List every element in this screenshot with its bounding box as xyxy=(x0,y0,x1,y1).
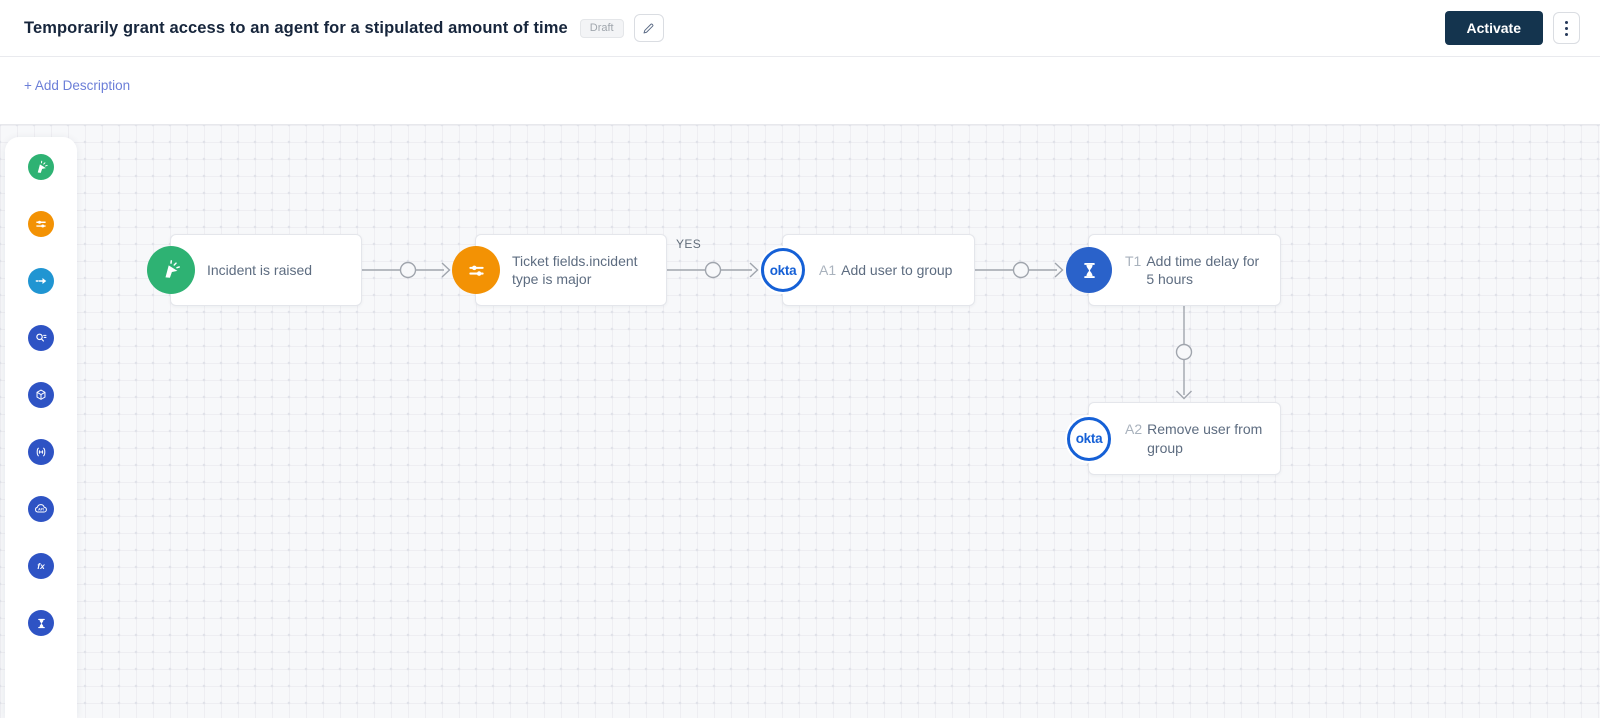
page-title: Temporarily grant access to an agent for… xyxy=(24,18,568,37)
pencil-icon xyxy=(643,23,654,33)
activate-button[interactable]: Activate xyxy=(1444,11,1543,45)
action-icon[interactable] xyxy=(28,268,54,294)
node-label: Incident is raised xyxy=(207,261,313,278)
node-condition[interactable]: Ticket fields.incident type is major xyxy=(452,234,667,306)
add-node-button[interactable] xyxy=(1175,343,1193,361)
add-node-button[interactable] xyxy=(704,261,722,279)
condition-icon xyxy=(452,246,500,294)
node-prefix: T1 xyxy=(1125,252,1142,269)
node-timer-t1[interactable]: T1 Add time delay for 5 hours xyxy=(1066,234,1281,306)
workflow-canvas[interactable]: API fx xyxy=(0,125,1600,718)
okta-logo-text: okta xyxy=(769,262,797,278)
function-icon-text: fx xyxy=(37,561,45,571)
more-options-button[interactable] xyxy=(1553,12,1580,44)
okta-logo: okta xyxy=(1067,416,1111,461)
function-icon[interactable]: fx xyxy=(28,553,54,579)
api-icon[interactable]: API xyxy=(28,496,54,522)
node-label: Add time delay for 5 hours xyxy=(1146,252,1260,287)
node-trigger[interactable]: Incident is raised xyxy=(147,234,362,306)
node-prefix: A1 xyxy=(819,261,837,278)
okta-logo: okta xyxy=(761,248,805,292)
hourglass-icon xyxy=(1066,247,1112,293)
delay-icon[interactable] xyxy=(28,610,54,636)
node-action-a1[interactable]: okta A1 Add user to group xyxy=(761,234,975,306)
workflow-header: Temporarily grant access to an agent for… xyxy=(0,0,1600,57)
add-description-link[interactable]: + Add Description xyxy=(24,78,131,93)
node-action-a2[interactable]: okta A2 Remove user from group xyxy=(1067,402,1281,475)
node-palette: API fx xyxy=(5,137,77,718)
status-badge: Draft xyxy=(579,18,624,38)
kebab-icon xyxy=(1565,20,1568,24)
condition-icon[interactable] xyxy=(28,211,54,237)
description-bar: + Add Description xyxy=(0,57,1600,125)
trigger-icon xyxy=(147,246,195,294)
trigger-icon[interactable] xyxy=(28,154,54,180)
add-node-button[interactable] xyxy=(1012,261,1030,279)
catalog-icon[interactable] xyxy=(28,382,54,408)
arrowhead-icon xyxy=(1054,262,1064,278)
connector-wires xyxy=(362,261,1193,400)
arrowhead-icon xyxy=(441,262,451,278)
branch-label-yes: YES xyxy=(676,237,702,251)
api-icon-text: API xyxy=(38,508,44,512)
node-label: Remove user from group xyxy=(1147,421,1263,456)
okta-logo-text: okta xyxy=(1075,431,1103,446)
add-node-button[interactable] xyxy=(399,261,417,279)
connector-icon[interactable] xyxy=(28,439,54,465)
node-prefix: A2 xyxy=(1125,421,1143,438)
edit-title-button[interactable] xyxy=(633,14,664,42)
node-label: Add user to group xyxy=(841,261,953,278)
arrowhead-icon xyxy=(749,262,759,278)
arrowhead-icon xyxy=(1176,390,1192,400)
node-label: Ticket fields.incident type is major xyxy=(512,252,638,287)
lookup-icon[interactable] xyxy=(28,325,54,351)
